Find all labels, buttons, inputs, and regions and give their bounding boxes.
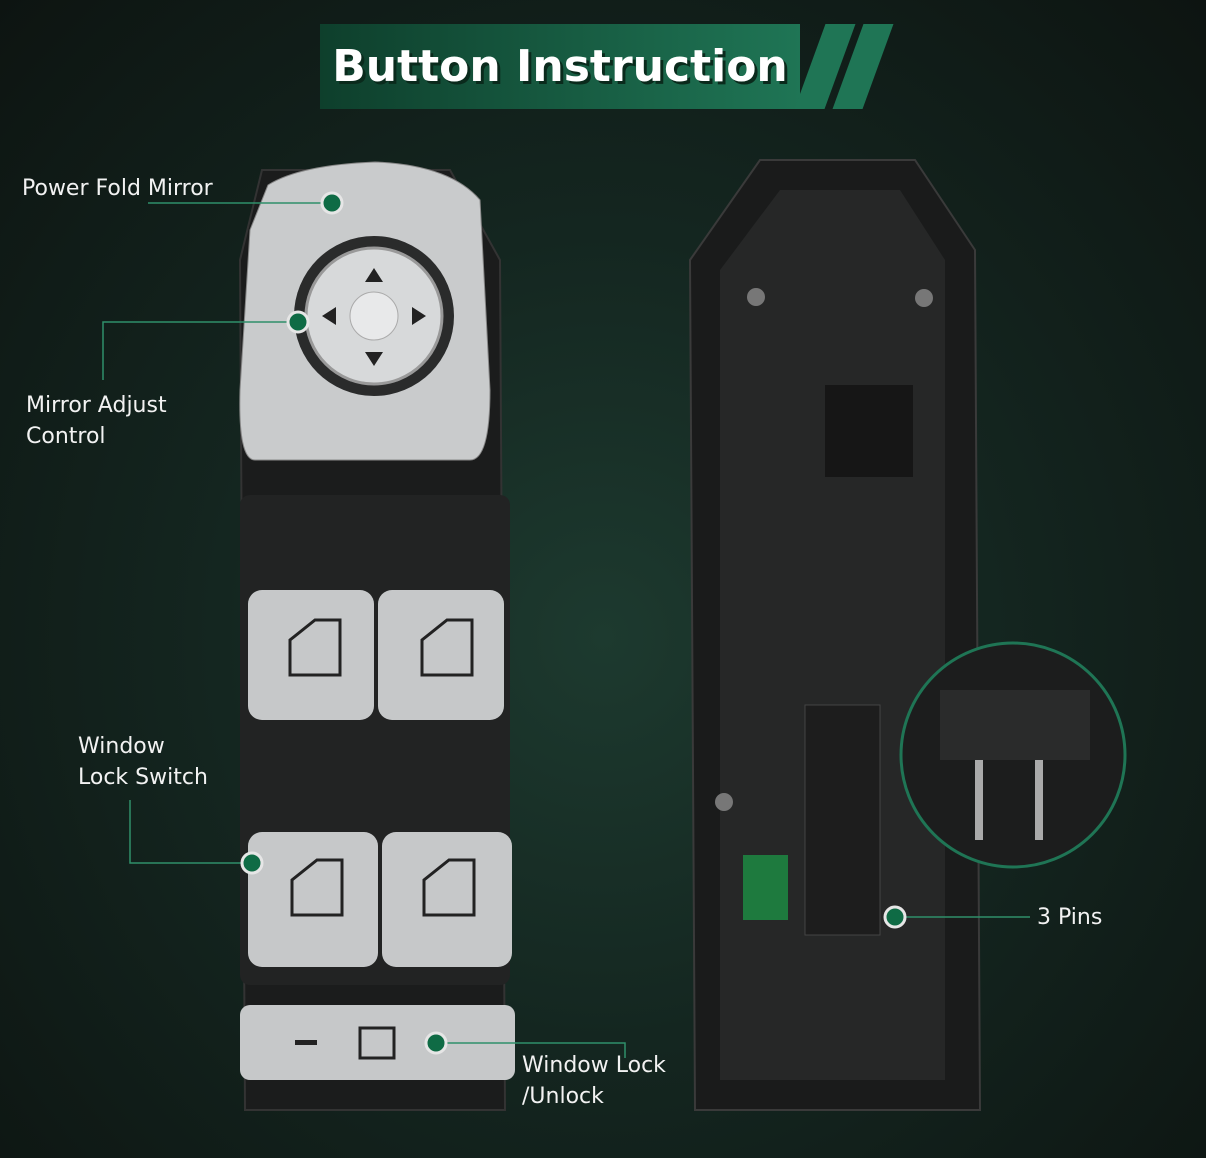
label-line: Lock Switch — [78, 765, 208, 790]
front-switch-panel — [238, 161, 515, 1111]
label-3-pins: 3 Pins — [1037, 905, 1103, 930]
label-line: Window — [78, 734, 165, 759]
label-line: Mirror Adjust — [26, 393, 167, 418]
leader-lines — [102, 202, 1030, 1058]
title-banner — [320, 24, 800, 109]
label-line: /Unlock — [522, 1084, 604, 1109]
label-line: Window Lock — [522, 1053, 666, 1078]
page-title: Button Instruction — [332, 41, 788, 92]
pins-detail-inset — [899, 641, 1127, 869]
label-power-fold-mirror: Power Fold Mirror — [22, 176, 213, 201]
back-switch-panel — [688, 159, 982, 1111]
label-window-lock-unlock: Window Lock/Unlock — [522, 1050, 666, 1112]
marker-dots — [240, 191, 907, 1055]
label-line: Control — [26, 424, 106, 449]
